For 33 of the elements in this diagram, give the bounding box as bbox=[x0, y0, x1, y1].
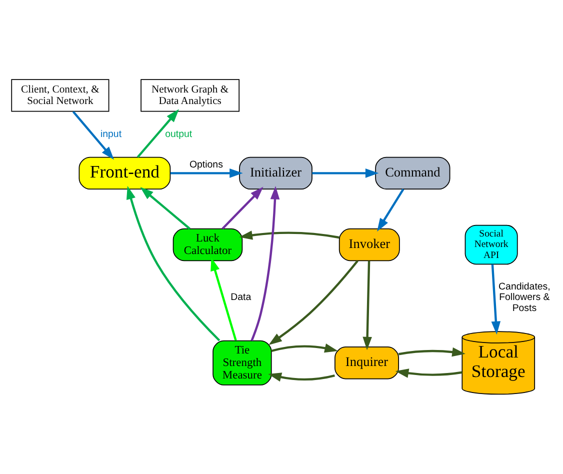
arrow bbox=[268, 260, 358, 346]
arrow bbox=[72, 110, 114, 160]
arrow bbox=[395, 368, 462, 378]
arrow bbox=[491, 264, 501, 335]
arrow bbox=[126, 186, 220, 342]
node-box: Invoker bbox=[338, 228, 400, 262]
arrow bbox=[210, 258, 237, 341]
edge-label: input bbox=[100, 128, 122, 140]
node-box: Network Graph & Data Analytics bbox=[140, 79, 240, 112]
node-box: Social Network API bbox=[464, 224, 518, 265]
arrow bbox=[136, 109, 180, 158]
arrow bbox=[140, 187, 190, 230]
node-box: Inquirer bbox=[334, 346, 399, 380]
node-box: Front-end bbox=[78, 156, 171, 190]
arrow bbox=[362, 260, 372, 350]
arrow bbox=[377, 188, 404, 232]
arrow bbox=[239, 230, 340, 240]
node-box: Tie Strength Measure bbox=[212, 340, 272, 386]
node-box: Command bbox=[375, 156, 450, 190]
node-box: Luck Calculator bbox=[172, 228, 243, 262]
node-box: Client, Context, & Social Network bbox=[11, 79, 110, 112]
arrow bbox=[268, 372, 335, 382]
arrow bbox=[312, 168, 379, 178]
arrow bbox=[398, 347, 466, 357]
edge-label: Candidates, Followers & Posts bbox=[498, 282, 550, 314]
edge-label: output bbox=[165, 128, 192, 140]
node-box: Initializer bbox=[239, 156, 312, 190]
edge-label: Data bbox=[230, 292, 252, 304]
arrow bbox=[271, 344, 338, 353]
edge-label: Options bbox=[189, 160, 223, 171]
arrow bbox=[222, 186, 264, 230]
arrow bbox=[170, 168, 243, 178]
arrow bbox=[250, 186, 280, 342]
